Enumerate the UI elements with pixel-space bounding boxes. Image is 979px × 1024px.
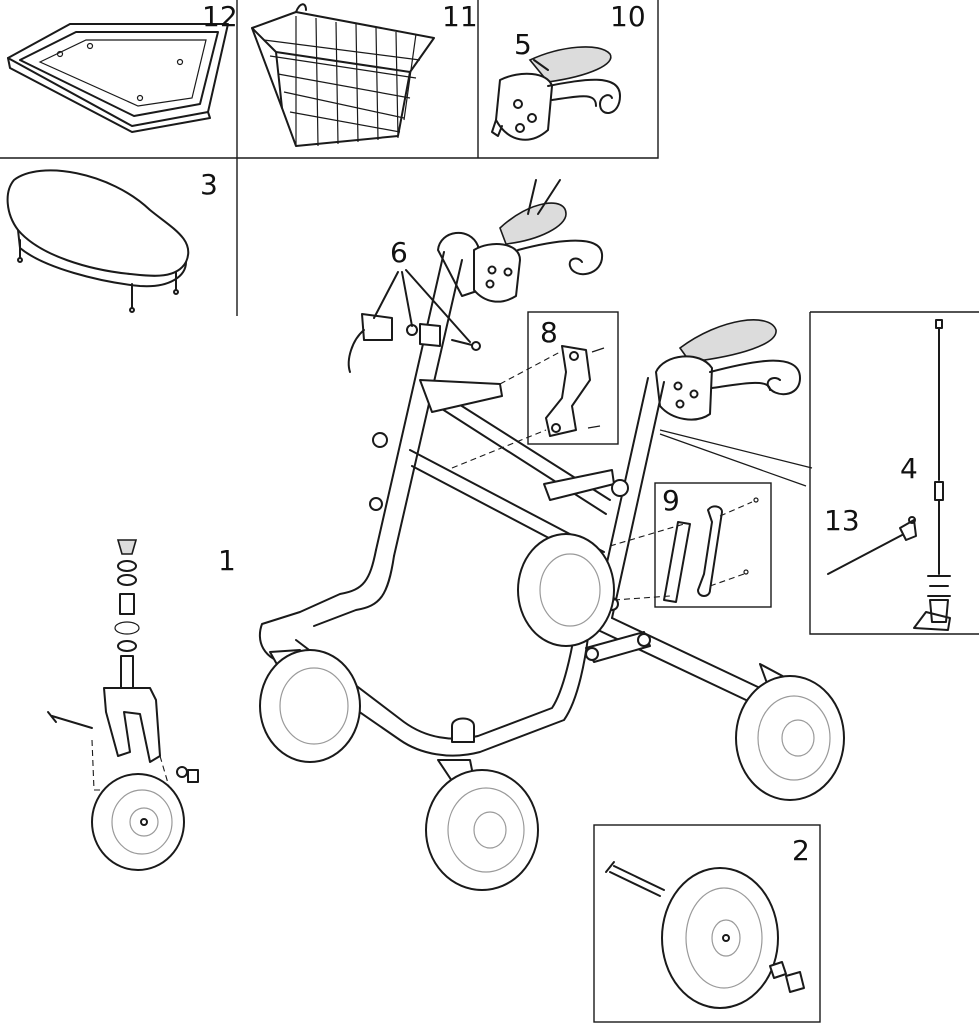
callout-12: 12 [202,0,238,33]
brake-cable-detail [827,319,951,631]
callout-13: 13 [824,504,860,537]
tray-part [7,23,229,133]
callout-8: 8 [540,316,558,349]
callout-4: 4 [900,452,918,485]
callout-1: 1 [218,544,236,577]
front-fork-exploded [47,539,199,871]
seat-part [6,169,190,313]
callout-5: 5 [514,28,532,61]
callout-9: 9 [662,484,680,517]
callout-3: 3 [200,168,218,201]
callout-labels: 12 11 10 5 3 6 8 4 9 13 1 2 [200,0,918,867]
callout-2: 2 [792,834,810,867]
handle-bars-part [609,497,759,603]
callout-10: 10 [610,0,646,33]
callout-6: 6 [390,236,408,269]
bracket-part [451,345,605,469]
basket-part [251,3,435,147]
brake-handle-detail [491,46,621,141]
rear-wheel-exploded [605,861,805,1009]
callout-11: 11 [442,0,478,33]
rollator-frame [258,179,845,891]
